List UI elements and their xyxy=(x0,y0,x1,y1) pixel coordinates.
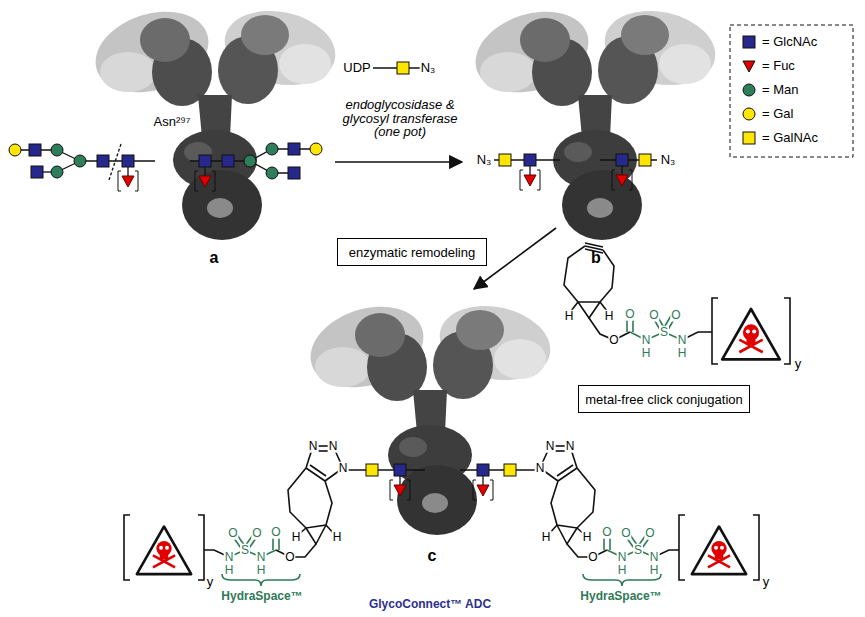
reaction-arrows xyxy=(335,162,556,289)
atom-label: N xyxy=(545,440,556,453)
legend-row: = Fuc xyxy=(742,58,795,73)
enzyme-note: endoglycosidase & glycosyl transferase (… xyxy=(335,98,465,139)
legend-row: = GlcNAc xyxy=(742,34,817,49)
atom-label: N xyxy=(649,551,660,564)
atom-label: N xyxy=(617,551,628,564)
atom-label: O xyxy=(284,551,295,564)
atom-label: O xyxy=(587,551,598,564)
linker-right xyxy=(540,446,759,586)
atom-label: N xyxy=(338,462,349,475)
atom-label: H xyxy=(677,347,688,360)
atom-label: H xyxy=(224,564,235,577)
atom-label: H xyxy=(641,347,652,360)
atom-label: O xyxy=(227,527,238,540)
atom-label: H xyxy=(564,310,575,323)
legend-text: = GalNAc xyxy=(762,130,818,145)
glycan-b xyxy=(494,154,657,190)
product-label: GlycoConnect™ ADC xyxy=(369,598,491,611)
atom-label: O xyxy=(670,309,681,322)
panel-letter: c xyxy=(428,548,437,565)
atom-label: O xyxy=(644,527,655,540)
atom-label: O xyxy=(620,527,631,540)
antibody-b xyxy=(465,0,722,240)
legend-swatch xyxy=(742,83,756,97)
atom-label: H xyxy=(582,531,593,544)
legend-text: = Fuc xyxy=(762,58,795,73)
azide-label: N₃ xyxy=(420,61,437,75)
spacer-label: HydraSpace™ xyxy=(580,590,661,603)
legend-swatch xyxy=(742,107,756,121)
udp-reagent xyxy=(373,62,420,74)
legend-row: = GalNAc xyxy=(742,130,818,145)
process-box: enzymatic remodeling xyxy=(337,238,487,266)
legend-swatch xyxy=(742,35,756,49)
atom-label: O xyxy=(648,309,659,322)
atom-label: O xyxy=(608,334,619,347)
linker-left xyxy=(124,446,343,586)
azide-label: N₃ xyxy=(660,153,677,167)
atom-label: N xyxy=(535,462,546,475)
atom-label: H xyxy=(256,564,267,577)
atom-label: S xyxy=(240,544,250,557)
atom-label: O xyxy=(251,527,262,540)
atom-label: H xyxy=(617,564,628,577)
panel-letter: a xyxy=(210,250,219,267)
glycan-a xyxy=(9,143,322,191)
legend-text: = GlcNAc xyxy=(762,34,817,49)
box-text: metal-free click conjugation xyxy=(585,392,743,407)
atom-label: O xyxy=(624,308,635,321)
panel-letter: b xyxy=(591,250,601,267)
bcn-reagent xyxy=(564,243,790,364)
legend-swatch xyxy=(742,131,756,145)
atom-label: N xyxy=(224,551,235,564)
legend-row: = Man xyxy=(742,82,799,97)
glycan-c xyxy=(343,464,540,500)
atom-label: N xyxy=(677,334,688,347)
spacer-label: HydraSpace™ xyxy=(221,590,302,603)
atom-label: N xyxy=(256,551,267,564)
antibody-a xyxy=(85,0,342,240)
atom-label: H xyxy=(291,531,302,544)
azide-label: N₃ xyxy=(476,153,493,167)
atom-label: O xyxy=(270,526,281,539)
atom-label: S xyxy=(659,326,669,339)
legend-text: = Man xyxy=(762,82,799,97)
atom-label: H xyxy=(604,310,615,323)
atom-label: S xyxy=(633,544,643,557)
subscript-label: y xyxy=(207,575,214,589)
atom-label: N xyxy=(308,440,319,453)
legend-frame xyxy=(730,25,853,157)
atom-label: H xyxy=(649,564,660,577)
residue-label: Asn²⁹⁷ xyxy=(153,115,190,129)
atom-label: O xyxy=(601,526,612,539)
atom-label: N xyxy=(328,440,339,453)
legend-text: = Gal xyxy=(762,106,793,121)
atom-label: N xyxy=(565,440,576,453)
atom-label: H xyxy=(541,531,552,544)
process-box: metal-free click conjugation xyxy=(578,385,750,413)
box-text: enzymatic remodeling xyxy=(349,245,475,260)
antibody-c xyxy=(300,293,557,535)
atom-label: N xyxy=(641,334,652,347)
reagent-label: UDP xyxy=(342,61,371,75)
subscript-label: y xyxy=(795,357,802,371)
legend-swatch xyxy=(742,59,756,73)
subscript-label: y xyxy=(763,575,770,589)
legend-row: = Gal xyxy=(742,106,793,121)
atom-label: H xyxy=(332,531,343,544)
